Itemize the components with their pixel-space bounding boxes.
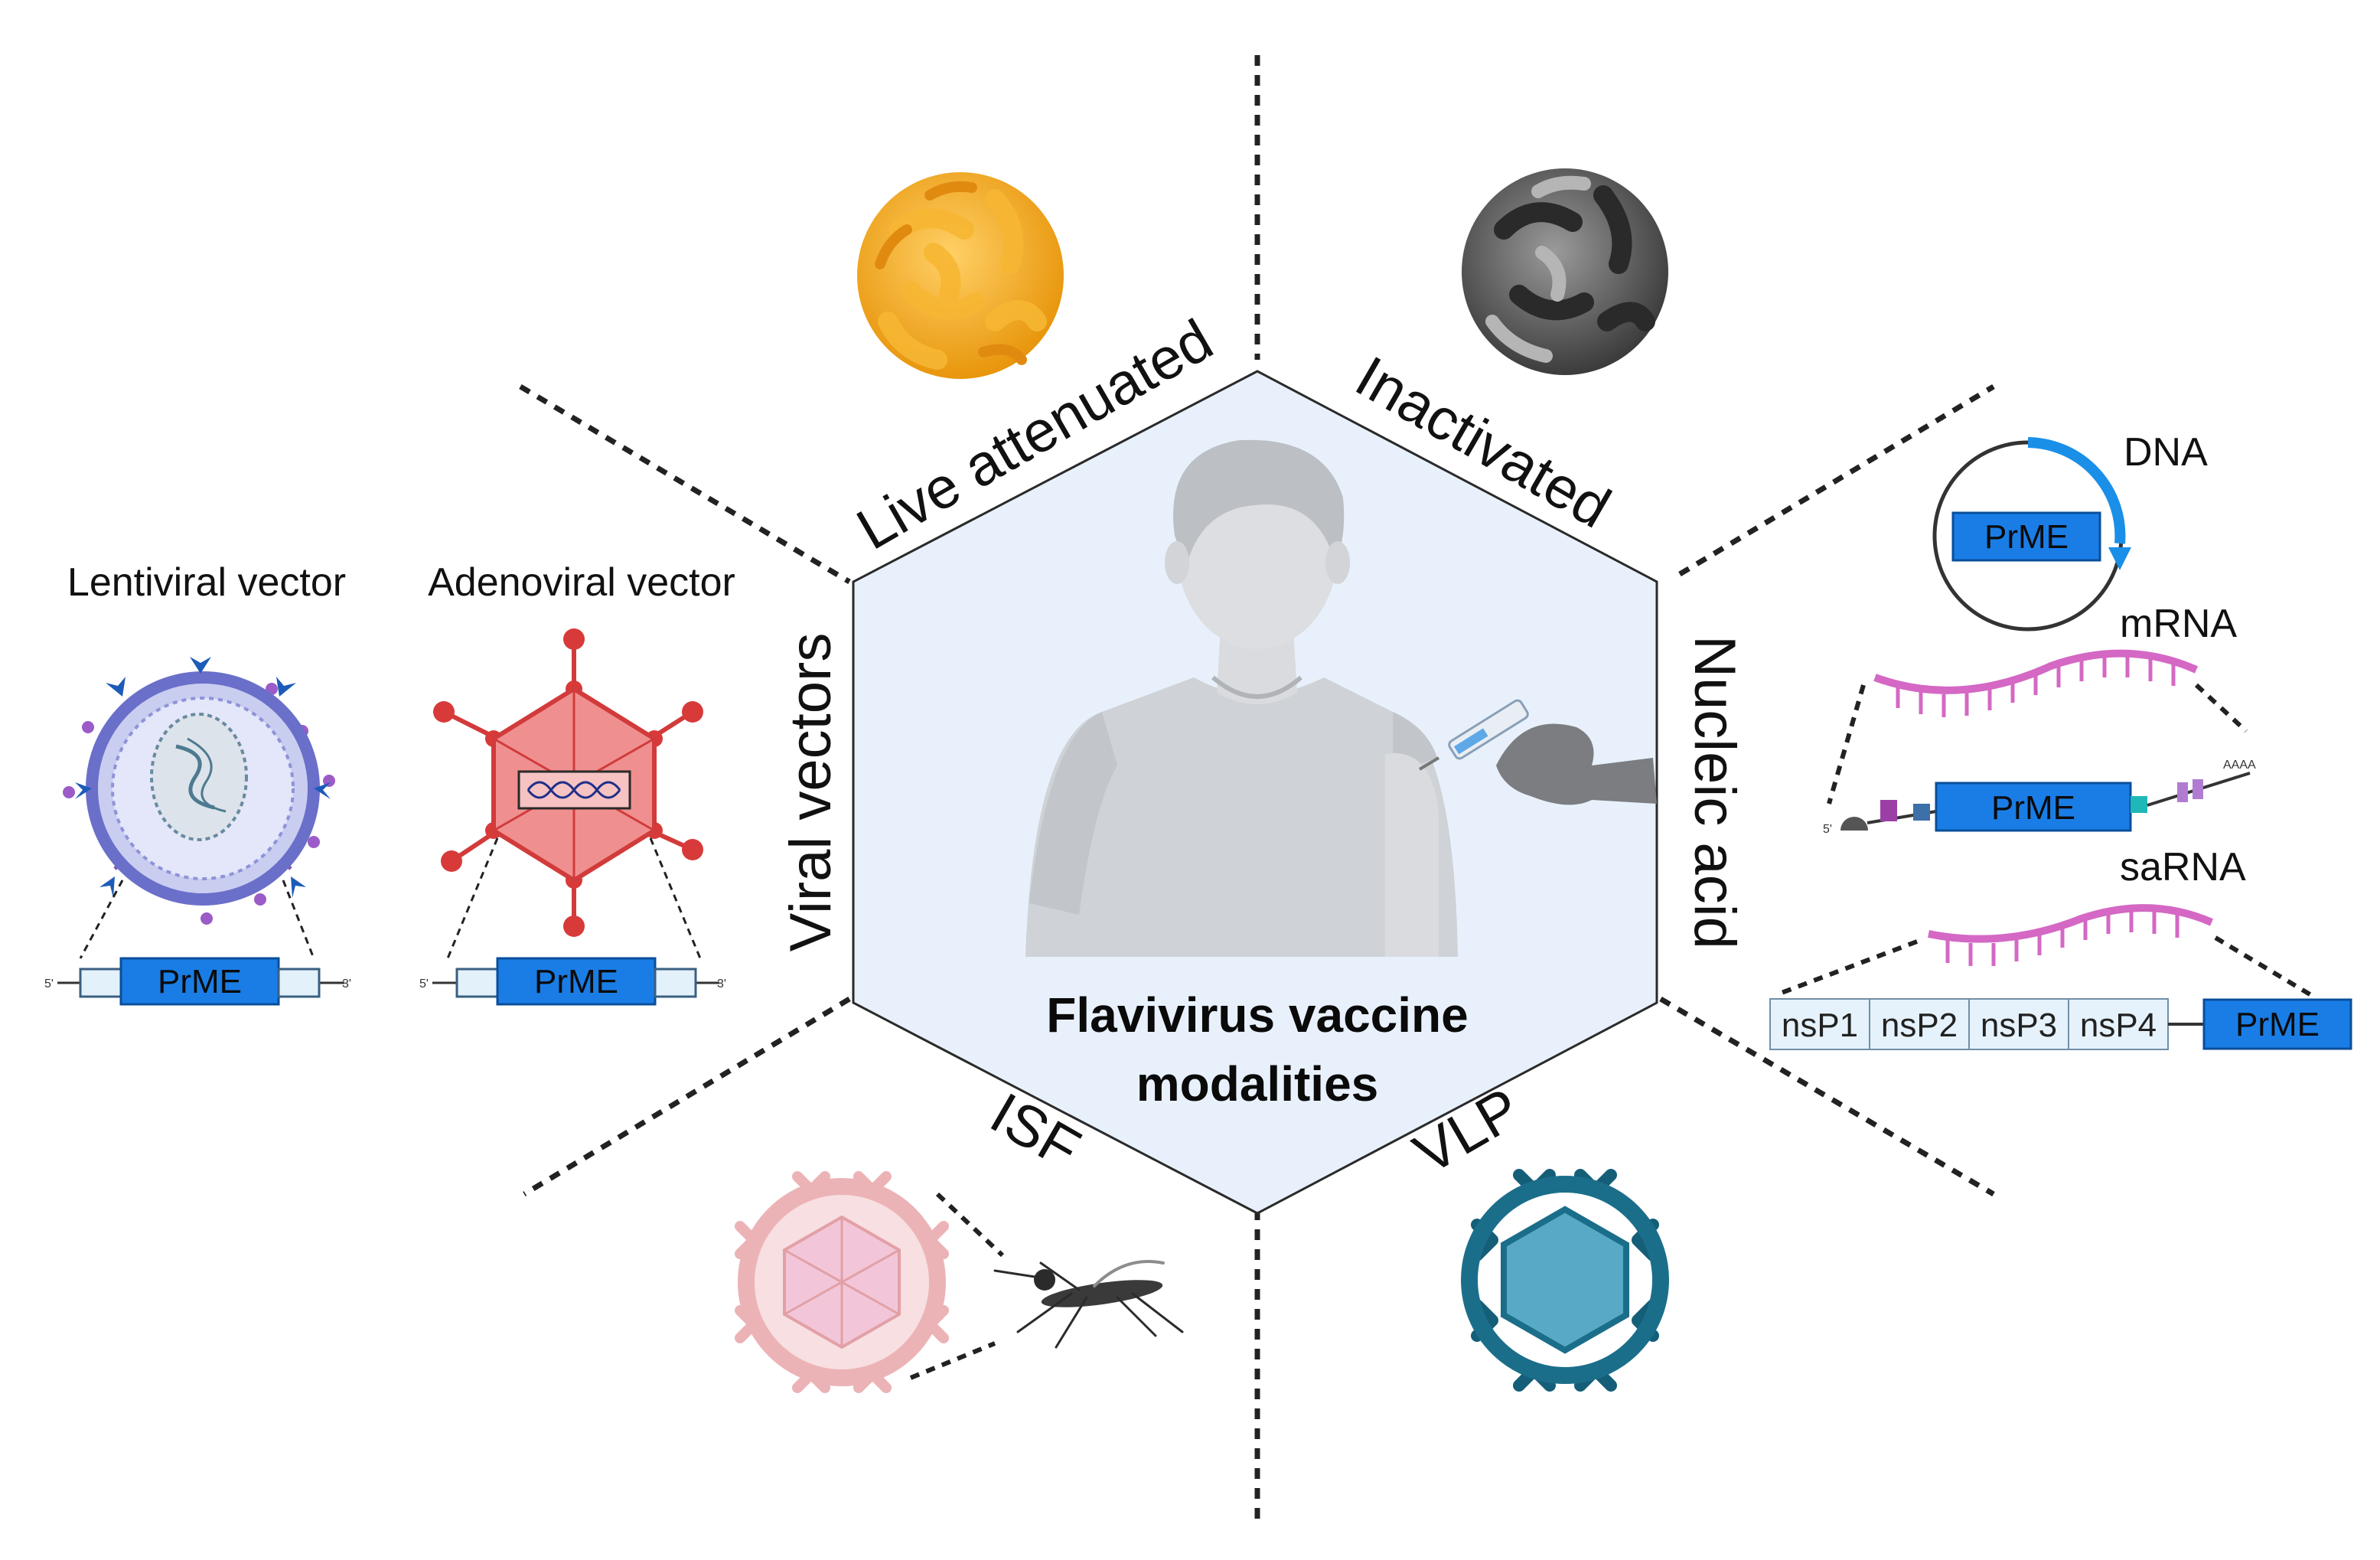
isf-virus-icon bbox=[735, 1171, 949, 1393]
dna-gene-label: PrME bbox=[1984, 518, 2069, 556]
adenovirus-icon bbox=[433, 628, 703, 937]
sarna-segment-nsp1: nsP1 bbox=[1782, 1007, 1858, 1044]
isf-connector-lines bbox=[909, 1192, 1005, 1380]
dna-label: DNA bbox=[2124, 430, 2208, 475]
sarna-strand-icon bbox=[1928, 904, 2214, 966]
lenti-gene-label: PrME bbox=[158, 963, 242, 1000]
inactivated-virus-icon bbox=[1462, 168, 1668, 375]
vlp-icon bbox=[1461, 1169, 1669, 1392]
mrna-connector-lines bbox=[1827, 683, 2248, 804]
divider-lower-left bbox=[523, 996, 851, 1197]
mrna-construct: 5' PrME AAAA bbox=[1823, 759, 2256, 836]
dna-helix-icon bbox=[527, 781, 621, 799]
sarna-segment-nsp3: nsP3 bbox=[1981, 1007, 2057, 1044]
adeno-gene-label: PrME bbox=[534, 963, 618, 1000]
divider-upper-right bbox=[1678, 383, 1995, 577]
lentivirus-icon bbox=[63, 657, 335, 925]
divider-upper-left bbox=[519, 383, 851, 585]
syringe-icon bbox=[1418, 699, 1657, 805]
label-viral-vectors: Viral vectors bbox=[778, 633, 843, 952]
label-nucleic-acid: Nucleic acid bbox=[1682, 635, 1747, 949]
lenti-construct: 5' PrME 3' bbox=[44, 957, 351, 1006]
lenti-connector-lines bbox=[79, 880, 315, 959]
mosquito-icon bbox=[993, 1260, 1184, 1349]
mrna-polya-tail: AAAA bbox=[2223, 759, 2256, 772]
lentiviral-vector-label: Lentiviral vector bbox=[67, 560, 346, 605]
lenti-five-prime: 5' bbox=[44, 977, 54, 991]
adeno-three-prime: 3' bbox=[717, 977, 726, 991]
mrna-strand-icon bbox=[1873, 649, 2199, 717]
lenti-three-prime: 3' bbox=[342, 977, 351, 991]
mrna-gene-label: PrME bbox=[1991, 789, 2075, 827]
adenoviral-vector-label: Adenoviral vector bbox=[428, 560, 735, 605]
sarna-segment-nsp4: nsP4 bbox=[2080, 1007, 2157, 1044]
adeno-five-prime: 5' bbox=[419, 977, 429, 991]
sarna-gene-label: PrME bbox=[2235, 1006, 2320, 1043]
sector-dividers bbox=[519, 55, 1995, 1527]
mrna-five-prime: 5' bbox=[1823, 823, 1832, 836]
live-attenuated-virus-icon bbox=[857, 172, 1064, 379]
sarna-segment-nsp2: nsP2 bbox=[1881, 1007, 1958, 1044]
sarna-connector-lines bbox=[1774, 935, 2313, 997]
adeno-construct: 5' PrME 3' bbox=[419, 957, 726, 1006]
adeno-connector-lines bbox=[446, 837, 702, 959]
dna-plasmid: PrME bbox=[1932, 437, 2131, 632]
diagram-title-line-2: modalities bbox=[1136, 1056, 1379, 1111]
sarna-label: saRNA bbox=[2120, 845, 2246, 889]
mrna-label: mRNA bbox=[2120, 602, 2237, 646]
diagram-title-line-1: Flavivirus vaccine bbox=[1046, 987, 1468, 1043]
divider-lower-right bbox=[1659, 996, 1995, 1197]
sarna-construct: nsP1 nsP2 nsP3 nsP4 PrME bbox=[1769, 998, 2352, 1050]
person-receiving-injection bbox=[1025, 439, 1458, 957]
